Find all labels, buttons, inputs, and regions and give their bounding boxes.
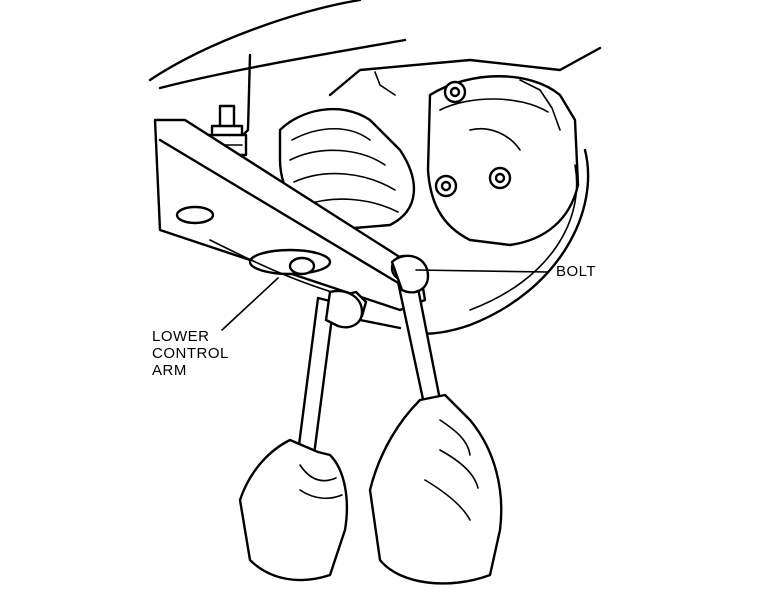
arm-label-line-3: ARM: [152, 362, 187, 379]
brake-caliper: [426, 75, 580, 247]
leader-lines: [221, 269, 549, 331]
wrench-left: [294, 289, 364, 472]
arm-label-line-2: CONTROL: [152, 345, 229, 362]
wrench-right: [390, 254, 442, 406]
hand-left: [238, 438, 349, 582]
hand-right: [368, 393, 503, 585]
lower-control-arm: [153, 118, 427, 330]
vehicle-body: [148, 0, 602, 140]
bolt-label: BOLT: [556, 263, 597, 280]
lower-control-arm-label: LOWER CONTROL ARM: [152, 328, 229, 379]
arm-label-line-1: LOWER: [152, 328, 210, 345]
brake-rotor: [418, 148, 590, 335]
